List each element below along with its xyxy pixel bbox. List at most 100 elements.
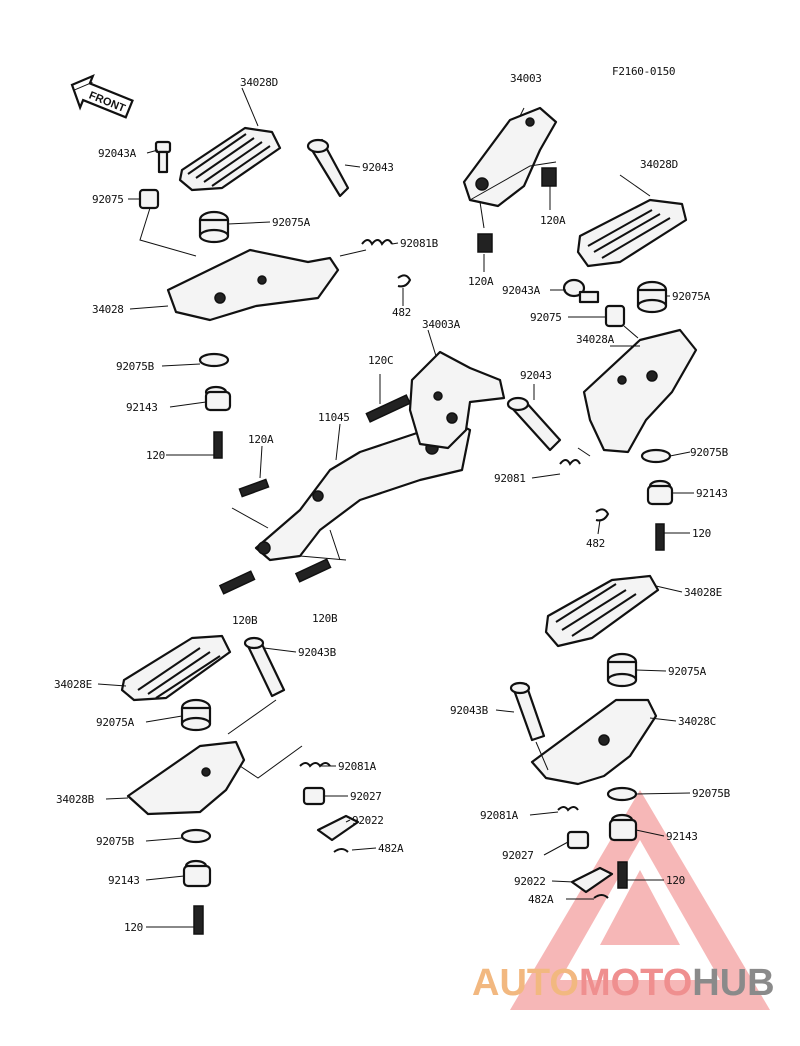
label-92075B-left: 92075B	[116, 360, 155, 373]
collar-92143-lower-right	[608, 813, 638, 842]
washer-92075B-lower-left	[180, 828, 212, 844]
footpeg-rubber-34028E-left	[120, 634, 232, 702]
label-92081A-right: 92081A	[480, 809, 519, 822]
label-92043A-left: 92043A	[98, 147, 137, 160]
watermark-part-hub: HUB	[692, 962, 774, 1004]
label-92027-left: 92027	[350, 790, 382, 803]
front-arrow-icon: FRONT	[70, 73, 134, 119]
watermark-part-auto: AUTO	[472, 962, 579, 1004]
label-92075B-right: 92075B	[690, 446, 729, 459]
collar-92143-left	[204, 385, 232, 412]
clip-482-mid	[595, 508, 610, 522]
pin-92043B-left	[243, 636, 286, 698]
pin-92043-right	[506, 396, 562, 452]
bolt-120A-mid	[238, 478, 270, 498]
damper-92075A-right	[636, 280, 668, 314]
label-92143-lower-left: 92143	[108, 874, 140, 887]
label-120-right: 120	[692, 527, 711, 540]
spring-92081A-right	[557, 806, 579, 812]
footpeg-bracket-34028C	[530, 698, 658, 786]
label-92043B-right: 92043B	[450, 704, 489, 717]
label-92043-right: 92043	[520, 369, 552, 382]
footpeg-rubber-34028E-right	[544, 574, 660, 648]
footpeg-rubber-34028D-left	[178, 126, 282, 192]
label-92043-top: 92043	[362, 161, 394, 174]
spring-92081B	[361, 239, 393, 246]
label-120A-top-right: 120A	[540, 214, 566, 227]
bracket-34003	[462, 106, 558, 208]
label-92081A-left: 92081A	[338, 760, 377, 773]
footpeg-bracket-34028A	[582, 328, 698, 454]
label-34028D-top: 34028D	[240, 76, 278, 89]
washer-92075B-lower-right	[606, 786, 638, 802]
label-92075B-lower-right: 92075B	[692, 787, 731, 800]
footpeg-bracket-34028	[166, 248, 340, 322]
label-92143-right: 92143	[696, 487, 728, 500]
label-482A-right: 482A	[528, 893, 554, 906]
pivot-92027-right	[566, 830, 590, 850]
footpeg-rubber-34028D-right	[576, 198, 688, 268]
label-120A-mid: 120A	[248, 433, 274, 446]
label-34028E-right: 34028E	[684, 586, 722, 599]
label-92143-left: 92143	[126, 401, 158, 414]
label-92043B-left: 92043B	[298, 646, 337, 659]
spring-92081	[559, 459, 581, 466]
bolt-120C	[365, 394, 412, 423]
washer-92075B-left	[198, 352, 230, 368]
label-34003: 34003	[510, 72, 542, 85]
bolt-120B-left	[218, 570, 256, 595]
footpeg-bracket-34028B	[126, 740, 246, 816]
label-92081: 92081	[494, 472, 526, 485]
label-34028B: 34028B	[56, 793, 95, 806]
clip-482A-left	[333, 848, 349, 853]
label-92075A-lower-right: 92075A	[668, 665, 707, 678]
bracket-34003A	[408, 350, 506, 450]
figure-code: F2160-0150	[612, 65, 675, 78]
label-92027-right: 92027	[502, 849, 534, 862]
part-labels: 34028D 92043A 92043 92075 92075A 92081B …	[54, 72, 731, 934]
label-120A-top-left: 120A	[468, 275, 494, 288]
label-11045: 11045	[318, 411, 350, 424]
plate-92022-right	[570, 866, 614, 894]
bushing-92075-right	[604, 304, 626, 328]
label-482-top: 482	[392, 306, 411, 319]
label-92022-right: 92022	[514, 875, 546, 888]
bolt-120-left	[213, 431, 223, 459]
bolt-120A-top-left	[477, 233, 493, 253]
label-120-lower-right: 120	[666, 874, 685, 887]
label-34003A: 34003A	[422, 318, 461, 331]
clip-482-top	[397, 274, 412, 288]
label-92075A-right: 92075A	[672, 290, 711, 303]
bolt-120A-top-right	[541, 167, 557, 187]
collar-92143-right	[646, 479, 674, 506]
label-92043A-right: 92043A	[502, 284, 541, 297]
damper-92075A-lower-right	[606, 652, 638, 688]
label-92022-left: 92022	[352, 814, 384, 827]
washer-92075B-right	[640, 448, 672, 464]
label-92143-lower-right: 92143	[666, 830, 698, 843]
label-34028C: 34028C	[678, 715, 716, 728]
label-92075-left: 92075	[92, 193, 124, 206]
label-482A-left: 482A	[378, 842, 404, 855]
label-120B-right: 120B	[312, 612, 338, 625]
bolt-120-lower-right	[617, 861, 628, 889]
bolt-120-right	[655, 523, 665, 551]
pivot-92027-left	[302, 786, 326, 806]
pin-92043A-left	[154, 140, 172, 174]
clip-482A-right	[593, 894, 609, 899]
assembly-lines	[139, 161, 639, 779]
label-92075A-lower-left: 92075A	[96, 716, 135, 729]
bushing-92075-left	[138, 188, 160, 210]
label-482-mid: 482	[586, 537, 605, 550]
svg-text:AUTOMOTOHUB: AUTOMOTOHUB	[472, 962, 775, 1004]
label-120C: 120C	[368, 354, 393, 367]
plate-92022-left	[316, 814, 360, 842]
watermark-text: AUTOMOTOHUB	[472, 962, 775, 1004]
label-34028A: 34028A	[576, 333, 615, 346]
label-120B-left: 120B	[232, 614, 258, 627]
watermark-triangle	[510, 790, 770, 1010]
leader-lines	[97, 87, 694, 928]
pin-92043A-right	[562, 278, 600, 304]
bolt-120B-right	[294, 558, 332, 583]
